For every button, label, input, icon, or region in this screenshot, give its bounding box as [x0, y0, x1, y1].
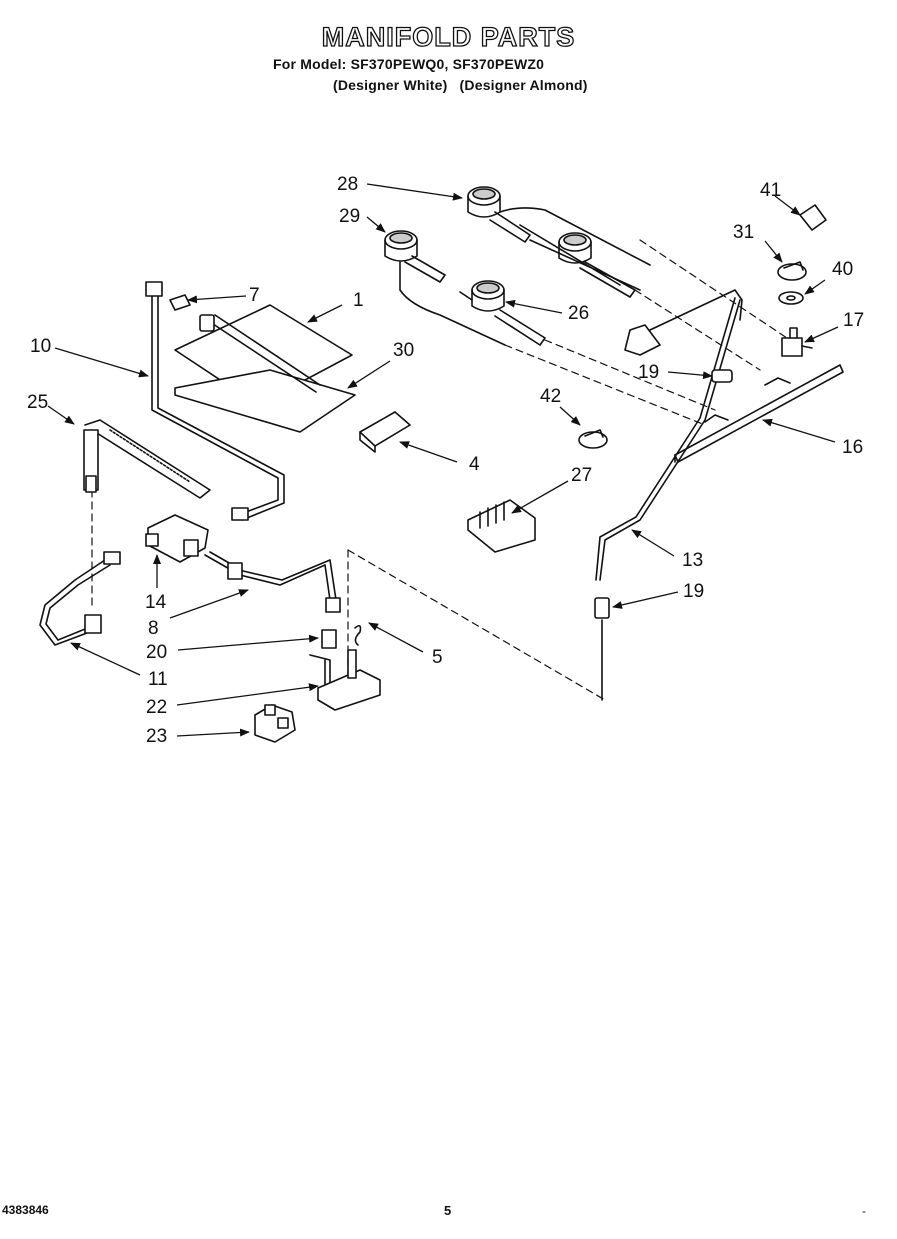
variant-white: (Designer White) [333, 77, 448, 93]
knob-41 [799, 204, 827, 231]
callout-13: 13 [682, 550, 704, 571]
knob-42 [578, 429, 608, 449]
dashed-guides [91, 239, 791, 701]
callout-8: 8 [148, 618, 159, 639]
callout-28: 28 [337, 174, 359, 195]
footer-mark: - [862, 1204, 866, 1218]
model-variants: (Designer White) (Designer Almond) [333, 77, 588, 93]
callout-25: 25 [27, 392, 49, 413]
igniter-27 [467, 499, 536, 553]
pilot-25 [83, 419, 211, 499]
callout-42: 42 [540, 386, 562, 407]
fitting-11-top [103, 551, 121, 565]
variant-almond: (Designer Almond) [459, 77, 588, 93]
burner-29 [384, 230, 446, 283]
valve-assembly [309, 624, 381, 711]
burner-28 [467, 186, 531, 243]
callout-7: 7 [249, 285, 260, 306]
tube-11 [39, 559, 111, 646]
oven-burner-shield [169, 294, 356, 433]
callout-27: 27 [571, 465, 593, 486]
model-numbers: For Model: SF370PEWQ0, SF370PEWZ0 [273, 56, 545, 72]
callout-11: 11 [148, 669, 168, 690]
thermostat-14 [145, 507, 249, 563]
callout-30: 30 [393, 340, 415, 361]
part-number: 4383846 [2, 1203, 49, 1217]
fitting-19-lower [594, 597, 610, 619]
callout-26: 26 [568, 303, 590, 324]
callout-23: 23 [146, 726, 168, 747]
knob-31 [777, 261, 807, 281]
tube-10 [151, 294, 285, 521]
callout-40: 40 [832, 259, 854, 280]
page-title: MANIFOLD PARTS [321, 21, 576, 52]
page-number: 5 [444, 1203, 452, 1218]
callout-22: 22 [146, 697, 168, 718]
callout-5: 5 [432, 647, 443, 668]
callout-10: 10 [30, 336, 52, 357]
valve-17 [781, 327, 813, 357]
callout-17: 17 [843, 310, 865, 331]
manifold-bracket [624, 289, 743, 356]
fitting-8 [227, 562, 243, 580]
regulator-23 [254, 704, 296, 743]
burner-right [558, 232, 636, 298]
fitting-20-upper [325, 597, 341, 613]
callout-19-lower: 19 [683, 581, 705, 602]
callout-14: 14 [145, 592, 167, 613]
bracket-4 [359, 411, 411, 453]
callout-4: 4 [469, 454, 480, 475]
callout-20: 20 [146, 642, 168, 663]
callout-31: 31 [733, 222, 755, 243]
fitting-10-top [145, 281, 163, 297]
fitting-11 [84, 614, 102, 634]
callout-16: 16 [842, 437, 864, 458]
callout-41: 41 [760, 180, 782, 201]
manifold-16 [674, 364, 844, 463]
callout-19-upper: 19 [638, 362, 660, 383]
leader-lines [47, 183, 839, 737]
callout-29: 29 [339, 206, 361, 227]
tube-8 [204, 551, 337, 601]
washer-40 [778, 291, 804, 305]
fitting-19-upper [711, 369, 733, 383]
burner-26 [459, 280, 546, 346]
callout-1: 1 [353, 290, 364, 311]
burner-tubes [399, 207, 651, 346]
